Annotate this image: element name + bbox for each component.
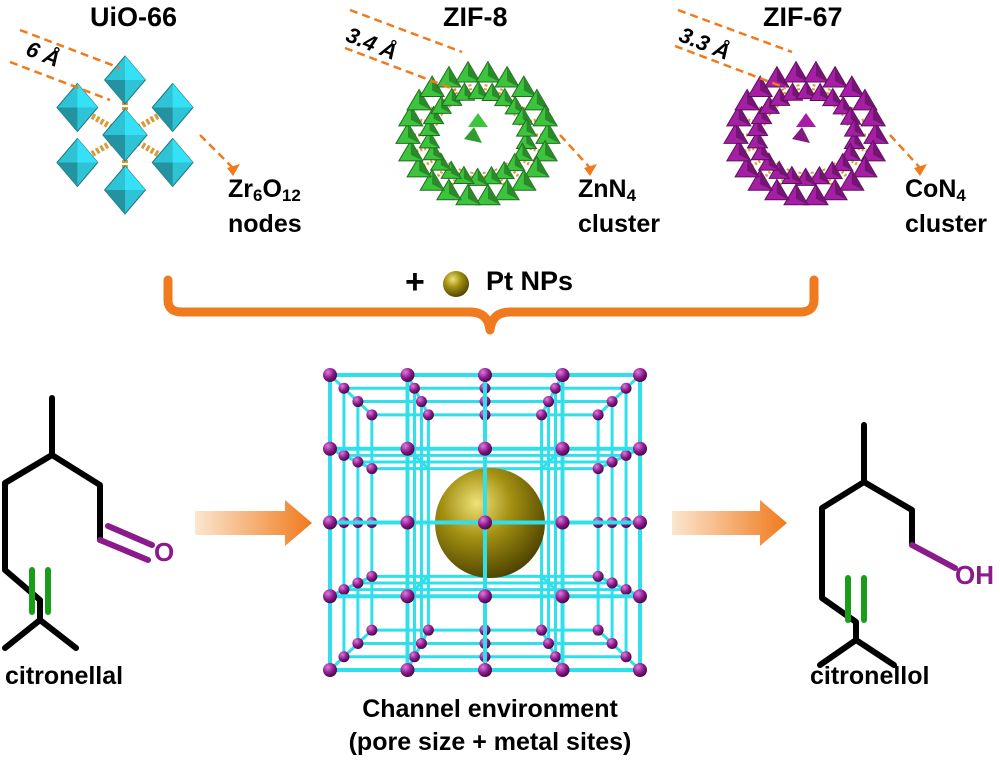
channel-lattice-front bbox=[323, 368, 647, 677]
zif67-node-label: CoN4 cluster bbox=[905, 175, 987, 238]
pore-lines bbox=[9, 8, 923, 171]
uio66-node-formula: Zr6O12 bbox=[228, 175, 301, 205]
channel-caption-line1: Channel environment bbox=[362, 695, 618, 723]
uio66-node-label: Zr6O12 nodes bbox=[228, 175, 302, 238]
reactant-name: citronellal bbox=[5, 662, 124, 690]
zif8-structure bbox=[395, 60, 561, 206]
zif8-node-formula: ZnN4 bbox=[578, 175, 637, 205]
uio66-title: UiO-66 bbox=[90, 2, 178, 32]
pt-nps-label: Pt NPs bbox=[486, 266, 574, 296]
hydroxyl-group: OH bbox=[955, 560, 994, 590]
uio66-structure bbox=[56, 55, 194, 215]
pt-np-icon bbox=[443, 271, 469, 297]
merge-bracket bbox=[163, 275, 819, 335]
citronellol-structure bbox=[817, 422, 958, 668]
channel-caption-line2: (pore size + metal sites) bbox=[348, 728, 632, 756]
citronellal-structure bbox=[2, 395, 155, 651]
zif67-title: ZIF-67 bbox=[763, 2, 843, 32]
zif8-tetrahedra bbox=[395, 60, 561, 206]
zif8-node-label: ZnN4 cluster bbox=[578, 175, 660, 238]
uio66-polyhedra bbox=[56, 55, 194, 215]
arrow-left bbox=[195, 500, 312, 546]
arrow-right bbox=[672, 500, 787, 546]
pointer-heads bbox=[227, 164, 927, 176]
zif67-tetrahedra bbox=[723, 60, 889, 206]
zif8-title: ZIF-8 bbox=[443, 2, 508, 32]
zif67-structure bbox=[723, 60, 889, 206]
product-name: citronellol bbox=[810, 662, 930, 690]
carbonyl-oxygen: O bbox=[154, 537, 175, 567]
zif67-node-formula: CoN4 bbox=[905, 175, 966, 205]
plus-sign: + bbox=[405, 263, 425, 301]
